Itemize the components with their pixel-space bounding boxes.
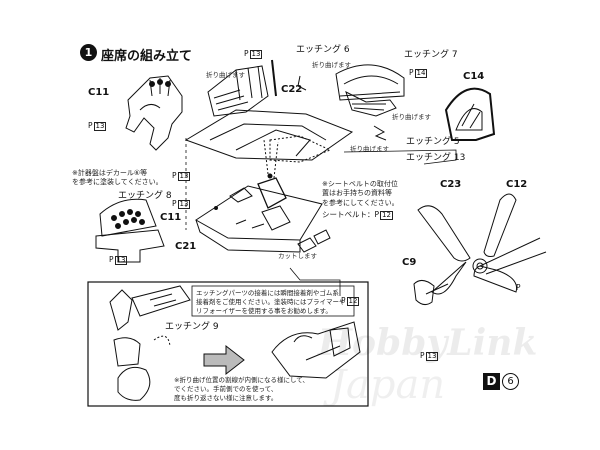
propeller-part [413, 193, 547, 306]
sheet-letter-badge: D [483, 373, 500, 390]
part-label-c22: C22 [281, 84, 303, 95]
fold-instruction-note: ※折り曲げ位置の割線が内側になる様にして、 でください。手前側でのを使って、 度… [174, 376, 309, 402]
fold-label-1: 折り曲げます [206, 71, 245, 79]
fold-label-2: 折り曲げます [312, 61, 351, 69]
etching-note-box [191, 285, 355, 317]
page-ref-9: P [516, 283, 521, 292]
part-label-c14: C14 [463, 71, 485, 82]
floor-plate-part [184, 65, 354, 163]
part-label-c11-top: C11 [88, 87, 110, 98]
cut-label: カットします [278, 252, 317, 260]
inset-folded-seat [271, 321, 361, 379]
etching-clip-part [297, 75, 307, 91]
part-label-c9: C9 [402, 257, 417, 268]
arch-frame-part [444, 87, 496, 141]
inset-arrow [203, 344, 245, 376]
watermark-logo: HobbyLink [318, 322, 538, 364]
fold-label-4: 折り曲げます [350, 145, 389, 153]
fold-label-3: 折り曲げます [392, 113, 431, 121]
sheet-number-badge: 6 [502, 373, 519, 390]
etching-label-9: エッチング 9 [165, 322, 219, 332]
part-label-c23: C23 [440, 179, 462, 190]
headrest-frame-part [335, 64, 405, 117]
part-label-c21: C21 [175, 241, 197, 252]
watermark-logo-script: Japan [330, 362, 446, 408]
part-label-c11-bottom: C11 [160, 212, 182, 223]
etching-rod-part [271, 59, 277, 97]
decal-note: ※計器盤はデカール⑥等 を参考に塗装してください。 [72, 169, 163, 187]
seat-pan-part [95, 198, 165, 263]
etching-label-6: エッチング 6 [296, 45, 350, 55]
etching-spring-part [373, 125, 387, 141]
seatbelt-note: ※シートベルトの取付位 置はお手持ちの資料等 を参考にしてください。 [322, 180, 399, 207]
etching-label-13: エッチング 13 [406, 153, 466, 163]
seatbelt-part [297, 229, 331, 253]
etching-label-5: エッチング 5 [406, 137, 460, 147]
step-number: 1 [80, 44, 97, 61]
cockpit-floor-part [195, 139, 323, 253]
inset-seat-assembly [109, 285, 191, 401]
step-title: 座席の組み立て [101, 49, 193, 64]
seat-back-part [125, 75, 183, 151]
detail-inset-box [87, 281, 369, 407]
etching-label-8: エッチング 8 [118, 191, 172, 201]
part-label-c12: C12 [506, 179, 528, 190]
etching-adhesive-note: エッチングパーツの接着には瞬間接着剤やゴム系 接着剤をご使用ください。塗装時には… [196, 289, 346, 315]
etching-label-7: エッチング 7 [404, 50, 458, 60]
